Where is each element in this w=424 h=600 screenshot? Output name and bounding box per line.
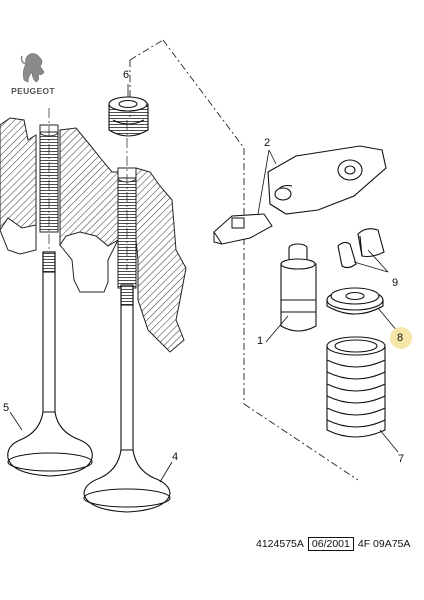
valve-4: [83, 284, 171, 513]
callout-6: 6: [123, 69, 130, 81]
valve-5: [7, 251, 93, 477]
reference-date: 06/2001: [307, 537, 354, 551]
callout-7: 7: [398, 453, 405, 465]
brand-logo: PEUGEOT: [2, 50, 66, 102]
spring-seat-8: [326, 287, 384, 315]
callout-9: 9: [392, 277, 399, 289]
reference-code: 4F 09A75A: [357, 538, 411, 550]
valve-axes: [48, 108, 128, 270]
callout-4: 4: [172, 451, 179, 463]
callout-2: 2: [264, 137, 271, 149]
callout-8: 8: [397, 332, 404, 344]
hydraulic-tappet-1: [280, 243, 317, 332]
part-reference: 4124575A: [256, 538, 304, 550]
roller-rocker-arm-2: [267, 145, 387, 215]
cylinder-head-section: [0, 117, 187, 353]
callout-highlight-8: [390, 327, 412, 349]
brand-name: PEUGEOT: [11, 86, 55, 96]
peugeot-lion-icon: [20, 53, 45, 83]
valve-collets-9: [337, 228, 385, 269]
callout-5: 5: [3, 402, 10, 414]
rocker-retaining-clip: [213, 213, 273, 245]
callout-1: 1: [257, 335, 264, 347]
valve-stem-seal-6: [108, 96, 149, 137]
valve-spring-7: [326, 336, 386, 438]
